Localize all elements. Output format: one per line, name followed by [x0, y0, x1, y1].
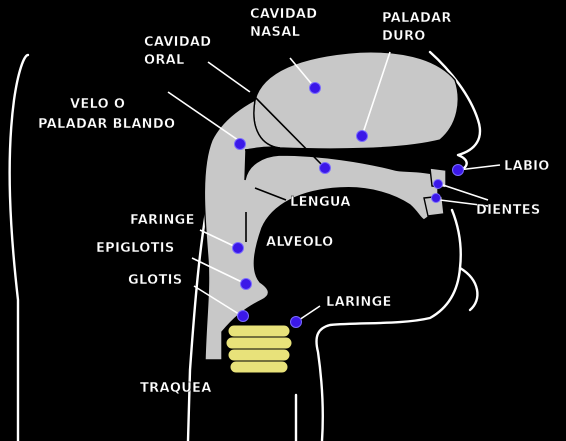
leader-dientes-1 [439, 183, 489, 201]
label-laringe: LARINGE [326, 295, 392, 310]
leader-velo [167, 91, 239, 141]
label-paladar-duro-line1: PALADAR [382, 11, 452, 26]
leader-labio [457, 164, 501, 171]
marker-epiglotis [240, 278, 252, 290]
leader-glotis [193, 285, 243, 317]
label-traquea: TRAQUEA [140, 381, 212, 396]
label-velo-line2: PALADAR BLANDO [38, 117, 175, 132]
marker-laringe [290, 316, 302, 328]
leader-dientes-2 [439, 199, 489, 207]
leader-faringe [199, 229, 239, 249]
nasal-cavity-shape [253, 51, 459, 150]
leader-cavidad-oral-2 [249, 91, 326, 169]
label-glotis: GLOTIS [128, 273, 182, 288]
label-velo-line1: VELO O [70, 97, 125, 112]
trachea [225, 324, 293, 374]
palate-line [244, 148, 439, 176]
marker-dientes-2 [431, 193, 441, 203]
leader-cavidad-oral [207, 61, 251, 93]
label-paladar-duro-line2: DURO [382, 29, 426, 44]
marker-faringe [232, 242, 244, 254]
marker-dientes-1 [433, 179, 443, 189]
oral-pharynx-shape [203, 98, 439, 361]
label-lengua: LENGUA [290, 195, 351, 210]
head-back-outline [8, 53, 30, 441]
marker-cavidad-nasal [309, 82, 321, 94]
chin-neck-outline [458, 266, 479, 312]
leader-cavidad-nasal [289, 57, 316, 89]
marker-labio [452, 164, 464, 176]
label-dientes: DIENTES [476, 203, 541, 218]
label-cavidad-nasal-line2: NASAL [250, 25, 300, 40]
label-cavidad-oral-line2: ORAL [144, 53, 185, 68]
marker-glotis [237, 310, 249, 322]
label-epiglotis: EPIGLOTIS [96, 241, 175, 256]
leader-paladar-duro [361, 51, 391, 137]
label-alveolo: ALVEOLO [266, 235, 334, 250]
label-labio: LABIO [504, 159, 550, 174]
leader-lengua [254, 187, 287, 201]
marker-paladar-duro [356, 130, 368, 142]
leader-epiglotis [191, 257, 247, 285]
marker-velo [234, 138, 246, 150]
label-faringe: FARINGE [130, 213, 195, 228]
label-cavidad-oral-line1: CAVIDAD [144, 35, 211, 50]
marker-cavidad-oral [319, 162, 331, 174]
label-cavidad-nasal-line1: CAVIDAD [250, 7, 317, 22]
